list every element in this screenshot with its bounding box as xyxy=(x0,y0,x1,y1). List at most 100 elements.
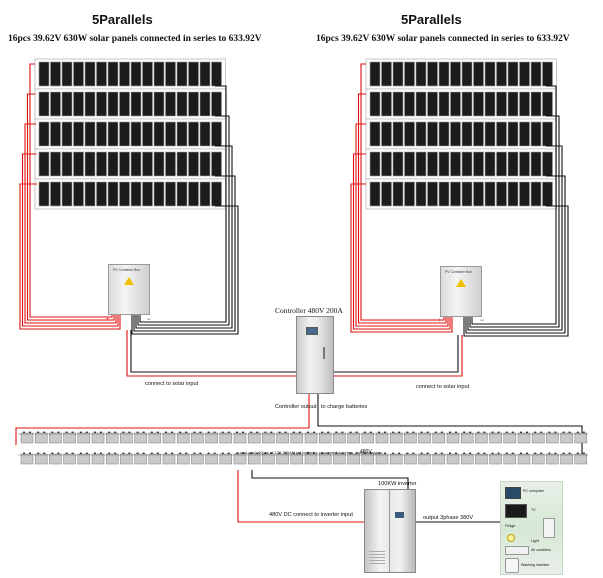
battery xyxy=(432,432,446,444)
battery-terminal xyxy=(463,431,466,433)
right-positive-wire xyxy=(355,123,449,327)
battery-label-left: Lead-acid xyxy=(238,450,256,455)
load-item-tv: TV xyxy=(531,508,536,512)
right-solar-panel xyxy=(519,61,530,87)
battery-terminal xyxy=(242,431,244,433)
left-solar-panel xyxy=(188,181,199,207)
battery-terminal xyxy=(335,452,338,454)
battery-terminal xyxy=(122,452,125,454)
right-solar-panel xyxy=(415,61,427,87)
left-negative-wire xyxy=(131,205,239,335)
left-combiner-negative xyxy=(130,330,296,373)
left-solar-panel xyxy=(50,61,61,87)
right-solar-panel xyxy=(542,91,553,117)
battery xyxy=(375,432,389,444)
right-solar-panel xyxy=(427,181,438,207)
right-solar-panel xyxy=(496,121,507,147)
right-solar-panel xyxy=(404,91,415,117)
battery xyxy=(63,453,76,465)
battery xyxy=(318,432,332,444)
battery xyxy=(574,453,588,465)
battery-terminal xyxy=(227,452,230,454)
battery xyxy=(531,453,545,465)
left-solar-panel xyxy=(153,151,165,177)
battery-terminal xyxy=(136,431,139,433)
left-solar-panel xyxy=(153,61,165,87)
load-item-pc: PC computer xyxy=(523,489,544,493)
right-solar-panel xyxy=(450,91,461,117)
right-solar-panel xyxy=(519,151,530,177)
battery xyxy=(503,432,517,444)
left-solar-panel xyxy=(119,61,130,87)
left-positive-wire xyxy=(19,183,121,330)
load-item-light: Light xyxy=(531,539,539,543)
battery xyxy=(560,453,573,465)
battery xyxy=(49,432,62,444)
right-solar-panel xyxy=(530,121,542,147)
left-solar-panel xyxy=(119,181,130,207)
battery-terminal xyxy=(483,431,486,433)
washing-machine-icon xyxy=(505,558,519,573)
right-solar-panel xyxy=(461,151,473,177)
battery-terminal xyxy=(327,452,330,454)
right-solar-panel xyxy=(438,61,450,87)
combiner-box-right: PV Combiner Box xyxy=(440,266,482,317)
right-positive-wire xyxy=(357,93,447,324)
battery-terminal xyxy=(264,452,267,454)
battery xyxy=(49,453,62,465)
battery-terminal xyxy=(114,431,117,433)
inverter-dc-negative xyxy=(251,470,409,489)
battery xyxy=(375,453,389,465)
battery xyxy=(560,432,573,444)
battery-terminal xyxy=(213,452,216,454)
battery xyxy=(460,432,474,444)
battery xyxy=(219,453,233,465)
battery-terminal xyxy=(483,452,486,454)
left-negative-wire xyxy=(133,175,236,332)
battery-terminal xyxy=(477,431,480,433)
battery-terminal xyxy=(491,431,494,433)
battery-terminal xyxy=(236,431,238,433)
battery xyxy=(247,453,261,465)
battery-terminal xyxy=(321,431,324,433)
left-negative-wire xyxy=(139,85,227,323)
battery xyxy=(276,453,289,465)
left-solar-panel xyxy=(50,181,61,207)
battery-terminal xyxy=(426,452,429,454)
battery-terminal xyxy=(327,431,330,433)
battery-terminal xyxy=(79,431,82,433)
right-solar-panel xyxy=(542,151,553,177)
battery-terminal xyxy=(57,452,60,454)
right-solar-panel xyxy=(427,61,438,87)
battery xyxy=(219,432,233,444)
right-positive-wire xyxy=(352,153,451,330)
left-solar-panel xyxy=(38,121,50,147)
combiner-box-left: PV Combiner Box xyxy=(108,264,150,315)
left-solar-panel xyxy=(176,151,188,177)
inverter-display xyxy=(395,512,404,518)
battery-terminal xyxy=(298,452,301,454)
battery xyxy=(333,453,346,465)
battery-terminal xyxy=(426,431,429,433)
battery xyxy=(290,432,304,444)
battery xyxy=(347,453,360,465)
right-solar-panel xyxy=(415,91,427,117)
left-solar-panel xyxy=(188,61,199,87)
right-solar-panel xyxy=(415,181,427,207)
battery-terminal xyxy=(79,452,82,454)
battery-terminal xyxy=(341,452,344,454)
right-solar-panel xyxy=(473,181,484,207)
battery-terminal xyxy=(250,431,253,433)
right-solar-panel xyxy=(542,181,553,207)
battery xyxy=(262,453,275,465)
battery xyxy=(91,432,105,444)
battery xyxy=(361,453,375,465)
right-solar-panel xyxy=(369,151,381,177)
left-solar-panel xyxy=(199,61,211,87)
load-item-washing-machine: Washing machine xyxy=(521,563,550,567)
right-solar-panel xyxy=(369,61,381,87)
battery-terminal xyxy=(491,452,494,454)
charge-controller-cabinet xyxy=(296,316,334,394)
battery-terminal xyxy=(384,431,386,433)
left-solar-panel xyxy=(96,61,107,87)
